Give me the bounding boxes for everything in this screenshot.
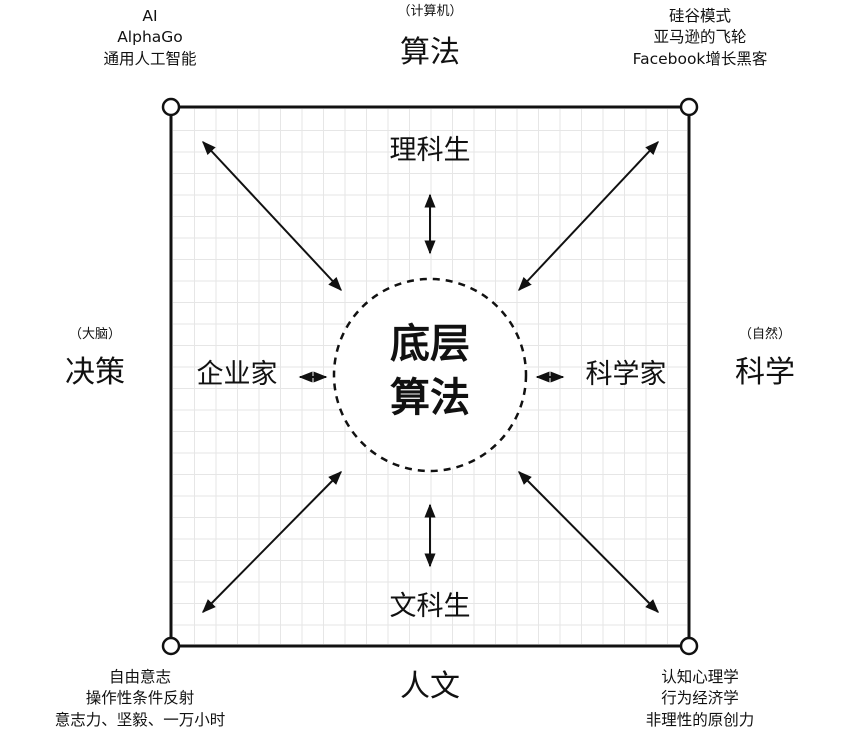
corner-node-bottom-left	[161, 636, 181, 656]
arrow-bottom-left	[202, 471, 342, 613]
corner-top-left-line: AI	[142, 7, 158, 25]
corner-bottom-left-line: 操作性条件反射	[85, 689, 195, 708]
center-title-line1: 底层	[390, 321, 470, 367]
corner-bottom-right-line: 认知心理学	[661, 668, 739, 686]
corner-node-top-right	[679, 97, 699, 117]
axis-right-label: 科学	[735, 355, 795, 390]
corner-bottom-left-line: 自由意志	[108, 668, 171, 686]
corner-top-right-line: Facebook增长黑客	[632, 49, 768, 68]
corner-top-right-text: 硅谷模式 亚马逊的飞轮 Facebook增长黑客	[600, 6, 800, 70]
axis-left-label: 决策	[65, 355, 125, 390]
corner-top-left-line: AlphaGo	[117, 28, 183, 47]
axis-top-label: 算法	[400, 35, 460, 70]
corner-bottom-right-line: 非理性的原创力	[645, 710, 755, 729]
corner-top-right-line: 硅谷模式	[668, 7, 731, 25]
center-circle	[332, 277, 528, 473]
corner-top-right-line: 亚马逊的飞轮	[653, 28, 747, 47]
corner-bottom-right-text: 认知心理学 行为经济学 非理性的原创力	[620, 667, 780, 731]
arrow-top-right	[518, 140, 659, 292]
center-title-line2: 算法	[390, 375, 470, 421]
corner-top-left-line: 通用人工智能	[103, 49, 197, 68]
node-scientist: 科学家	[585, 359, 667, 390]
corner-bottom-left-line: 意志力、坚毅、一万小时	[54, 710, 226, 729]
node-science-students: 理科生	[389, 135, 471, 166]
node-entrepreneur: 企业家	[196, 359, 278, 390]
corner-bottom-right-line: 行为经济学	[661, 689, 739, 708]
node-humanities-students: 文科生	[389, 591, 471, 622]
corner-top-left-text: AI AlphaGo 通用人工智能	[70, 6, 230, 70]
center-title: 底层 算法	[370, 317, 490, 425]
frame-square	[169, 105, 691, 648]
axis-left-note: （大脑）	[68, 327, 121, 342]
corner-bottom-left-text: 自由意志 操作性条件反射 意志力、坚毅、一万小时	[40, 667, 240, 731]
corner-node-bottom-right	[679, 636, 699, 656]
arrow-top-left	[202, 140, 342, 292]
axis-top-note: （计算机）	[397, 4, 463, 19]
axis-right-note: （自然）	[738, 327, 791, 342]
axis-bottom-label: 人文	[400, 669, 460, 704]
corner-node-top-left	[161, 97, 181, 117]
arrow-bottom-right	[518, 471, 659, 613]
